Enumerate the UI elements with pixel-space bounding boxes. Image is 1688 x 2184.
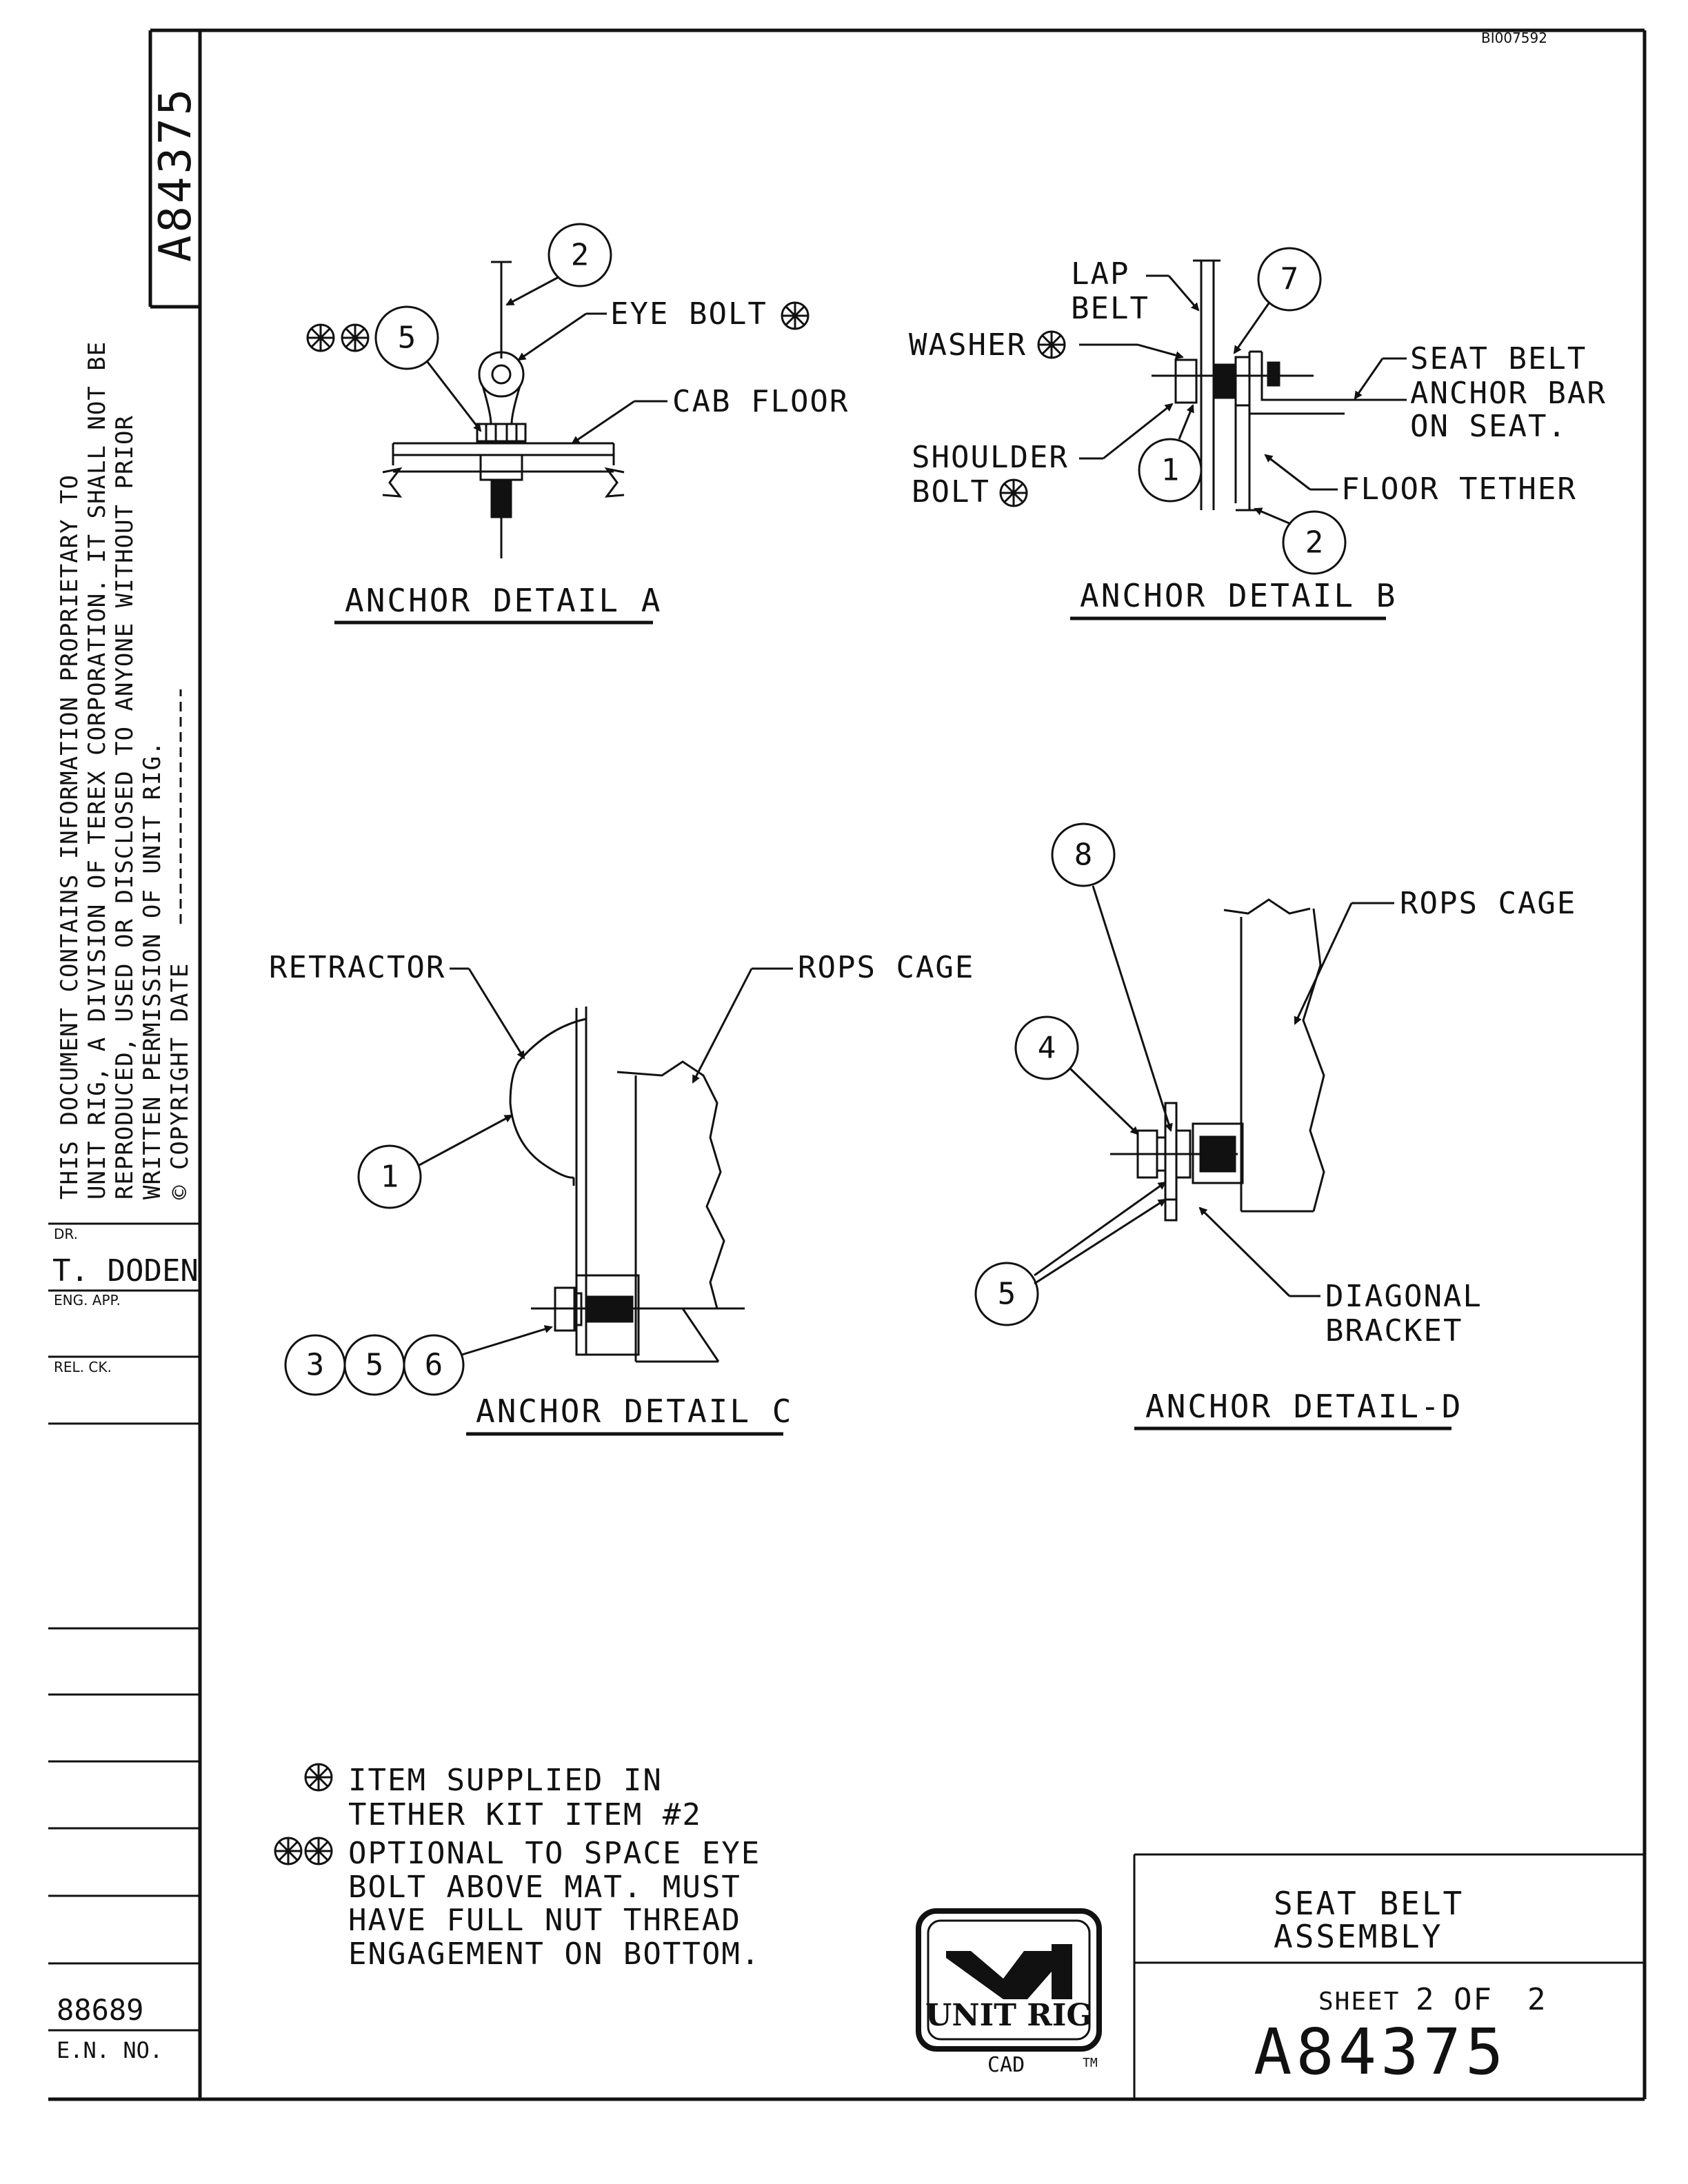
note-1-line-1: ITEM SUPPLIED IN xyxy=(348,1763,663,1798)
balloon-6-c xyxy=(403,1334,465,1396)
of-label: OF xyxy=(1454,1982,1493,2017)
star-icon xyxy=(304,1837,333,1866)
sheet-border xyxy=(48,28,1647,2101)
notice-line-2: UNIT RIG, A DIVISION OF TEREX CORPORATIO… xyxy=(83,341,111,1200)
balloon-1-c xyxy=(357,1144,422,1209)
rops-cage-c-label: ROPS CAGE xyxy=(798,950,974,985)
washer-label: WASHER xyxy=(909,327,1027,363)
anchor-detail-c: RETRACTOR ROPS CAGE 1 3 5 6 ANCHOR DETAI… xyxy=(269,950,974,1436)
bracket-label: BRACKET xyxy=(1325,1313,1463,1348)
en-value: 88689 xyxy=(57,1993,143,2027)
drawing-number: A84375 xyxy=(1254,2015,1507,2089)
balloon-7-b-number: 7 xyxy=(1280,262,1299,297)
detail-d-title: ANCHOR DETAIL-D xyxy=(1145,1388,1463,1425)
title-block: SEAT BELT ASSEMBLY SHEET 2 OF 2 A84375 xyxy=(1133,1853,1645,2099)
sheet-total: 2 xyxy=(1527,1982,1546,2017)
balloon-4-d xyxy=(1014,1015,1079,1080)
vertical-drawing-number: A84375 xyxy=(150,86,201,262)
logo-tm: TM xyxy=(1083,2056,1098,2070)
cab-floor-label: CAB FLOOR xyxy=(672,384,849,419)
proprietary-notice: THIS DOCUMENT CONTAINS INFORMATION PROPR… xyxy=(56,341,194,1200)
star-icon xyxy=(341,323,370,352)
balloon-3-c-number: 3 xyxy=(306,1348,325,1383)
logo-cad: CAD xyxy=(987,2053,1025,2077)
sheet-number: 2 xyxy=(1416,1982,1434,2017)
balloon-2-b-number: 2 xyxy=(1305,525,1324,560)
floor-tether-label: FLOOR TETHER xyxy=(1341,472,1577,507)
balloon-7-b xyxy=(1257,247,1322,312)
note-2-line-2: BOLT ABOVE MAT. MUST xyxy=(348,1870,741,1905)
en-label: E.N. NO. xyxy=(57,2037,163,2063)
balloon-1-b xyxy=(1138,438,1203,503)
on-seat-label: ON SEAT. xyxy=(1410,409,1567,444)
detail-c-title: ANCHOR DETAIL C xyxy=(476,1393,793,1430)
balloon-1-c-number: 1 xyxy=(381,1160,399,1195)
rops-cage-d-label: ROPS CAGE xyxy=(1400,886,1576,921)
balloon-2-b xyxy=(1282,510,1347,575)
doc-ref: BI007592 xyxy=(1481,30,1547,46)
balloon-2-a xyxy=(547,223,612,287)
balloon-8-d xyxy=(1051,822,1116,887)
balloon-5-d-number: 5 xyxy=(998,1277,1016,1312)
notice-line-3: REPRODUCED, USED OR DISCLOSED TO ANYONE … xyxy=(111,415,139,1200)
title-line-2: ASSEMBLY xyxy=(1274,1918,1443,1955)
balloon-2-a-number: 2 xyxy=(571,238,590,273)
star-icon xyxy=(274,1837,303,1866)
note-2-line-4: ENGAGEMENT ON BOTTOM. xyxy=(348,1937,761,1972)
eng-app-label: ENG. APP. xyxy=(54,1292,121,1308)
dr-value: T. DODEN xyxy=(52,1253,199,1288)
star-icon xyxy=(306,323,335,352)
note-2-line-1: OPTIONAL TO SPACE EYE xyxy=(348,1836,761,1871)
balloon-6-c-number: 6 xyxy=(425,1348,443,1383)
anchor-detail-a: 2 EYE BOLT CAB FLOOR 5 ANCHOR DETAIL A xyxy=(306,223,849,625)
diagonal-label: DIAGONAL xyxy=(1325,1279,1483,1314)
title-line-1: SEAT BELT xyxy=(1274,1885,1464,1922)
notice-line-5: © COPYRIGHT DATE xyxy=(166,962,194,1200)
balloon-4-d-number: 4 xyxy=(1038,1031,1056,1066)
lap-label: LAP xyxy=(1071,256,1129,292)
sheet-label: SHEET xyxy=(1318,1988,1400,2016)
notice-line-1: THIS DOCUMENT CONTAINS INFORMATION PROPR… xyxy=(56,474,83,1200)
note-2-line-3: HAVE FULL NUT THREAD xyxy=(348,1903,741,1938)
retractor-label: RETRACTOR xyxy=(269,950,445,985)
belt-label: BELT xyxy=(1071,291,1149,326)
anchor-bar-label: ANCHOR BAR xyxy=(1410,376,1607,411)
shoulder-label: SHOULDER xyxy=(912,440,1069,475)
note-1-line-2: TETHER KIT ITEM #2 xyxy=(348,1797,702,1832)
logo-name: UNIT RIG xyxy=(925,1998,1092,2033)
detail-a-title: ANCHOR DETAIL A xyxy=(345,582,662,619)
star-icon xyxy=(304,1763,333,1792)
dr-label: DR. xyxy=(54,1226,78,1242)
balloon-5-d xyxy=(974,1262,1039,1326)
rel-ck-label: REL. CK. xyxy=(54,1359,112,1375)
seat-belt-label: SEAT BELT xyxy=(1410,341,1587,376)
balloon-1-b-number: 1 xyxy=(1161,453,1180,488)
star-icon xyxy=(781,301,810,330)
eye-bolt-label: EYE BOLT xyxy=(610,296,767,332)
left-title-block: DR. T. DODEN ENG. APP. REL. CK. 88689 E.… xyxy=(48,1222,200,2063)
anchor-detail-b: LAP BELT 7 WASHER SHOULDER BOLT 1 SEAT B… xyxy=(909,247,1607,620)
general-notes: ITEM SUPPLIED IN TETHER KIT ITEM #2 OPTI… xyxy=(274,1763,761,1972)
notice-line-4: WRITTEN PERMISSION OF UNIT RIG. xyxy=(139,740,166,1200)
anchor-detail-d: 8 4 5 ROPS CAGE DIAGONAL BRACKET ANCHOR … xyxy=(974,822,1576,1430)
balloon-8-d-number: 8 xyxy=(1074,838,1093,873)
bolt-label: BOLT xyxy=(912,474,990,509)
balloon-5-c-number: 5 xyxy=(365,1348,384,1383)
unit-rig-logo: UNIT RIG CAD TM xyxy=(916,1908,1102,2077)
balloon-5-a xyxy=(374,305,439,370)
star-icon xyxy=(1037,330,1066,359)
star-icon xyxy=(999,478,1028,507)
balloon-5-a-number: 5 xyxy=(398,321,416,356)
detail-b-title: ANCHOR DETAIL B xyxy=(1080,577,1397,614)
